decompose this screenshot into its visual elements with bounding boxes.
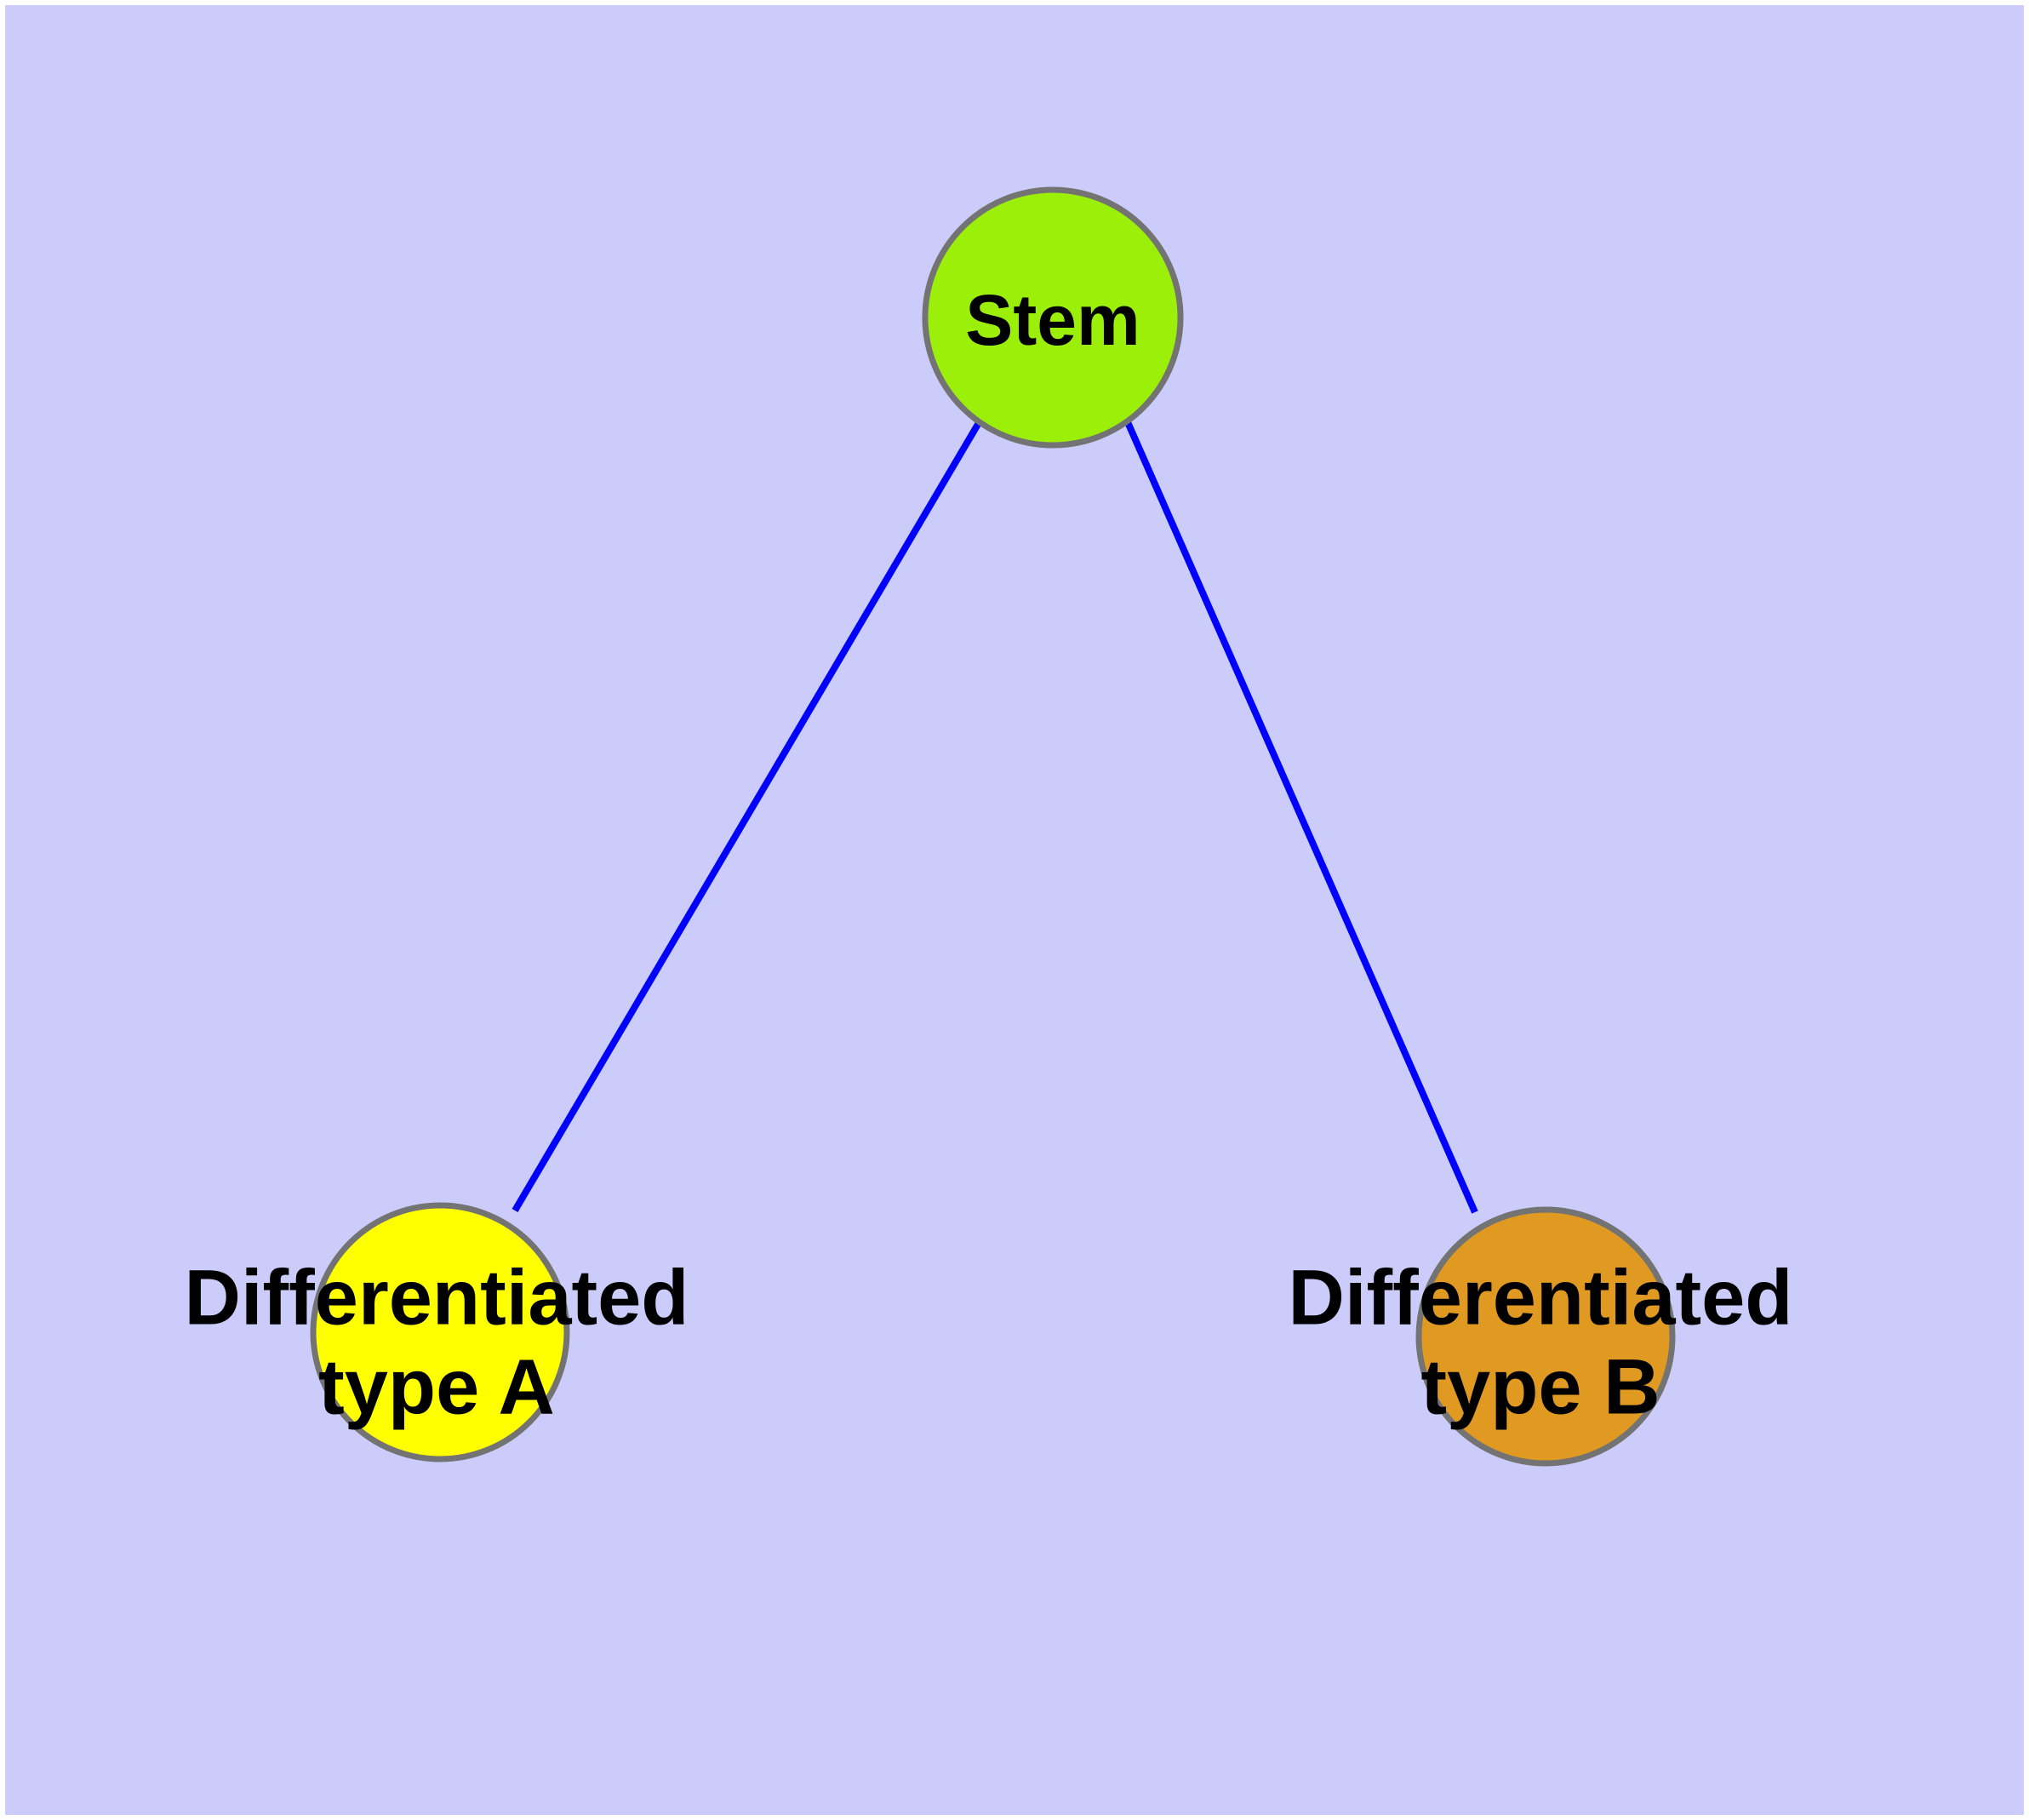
edge-stem-to-differentiated-type-b[interactable] xyxy=(1124,421,1478,1214)
node-differentiated-type-a-label: Differentiated type A xyxy=(185,1254,689,1430)
node-differentiated-type-b[interactable] xyxy=(1415,1206,1676,1467)
node-differentiated-type-b-circle[interactable] xyxy=(1415,1206,1676,1467)
nodes-group: Stem Differentiated type A Differentiate… xyxy=(185,186,1793,1467)
node-differentiated-type-b-label: Differentiated type B xyxy=(1289,1254,1793,1430)
node-differentiated-type-a[interactable] xyxy=(310,1202,570,1462)
node-differentiated-type-a-circle[interactable] xyxy=(310,1202,570,1462)
edge-stem-to-differentiated-type-a[interactable] xyxy=(512,419,983,1213)
node-differentiated-type-b-label-line-1: Differentiated xyxy=(1289,1254,1793,1341)
node-differentiated-type-a-label-line-1: Differentiated xyxy=(185,1254,689,1341)
node-stem-circle[interactable] xyxy=(922,186,1184,449)
edges-group xyxy=(512,419,1478,1214)
node-stem[interactable]: Stem xyxy=(922,186,1184,449)
node-differentiated-type-b-label-line-2: type B xyxy=(1420,1343,1660,1430)
node-stem-label: Stem xyxy=(965,280,1140,360)
node-differentiated-type-a-label-line-2: type A xyxy=(318,1343,555,1430)
